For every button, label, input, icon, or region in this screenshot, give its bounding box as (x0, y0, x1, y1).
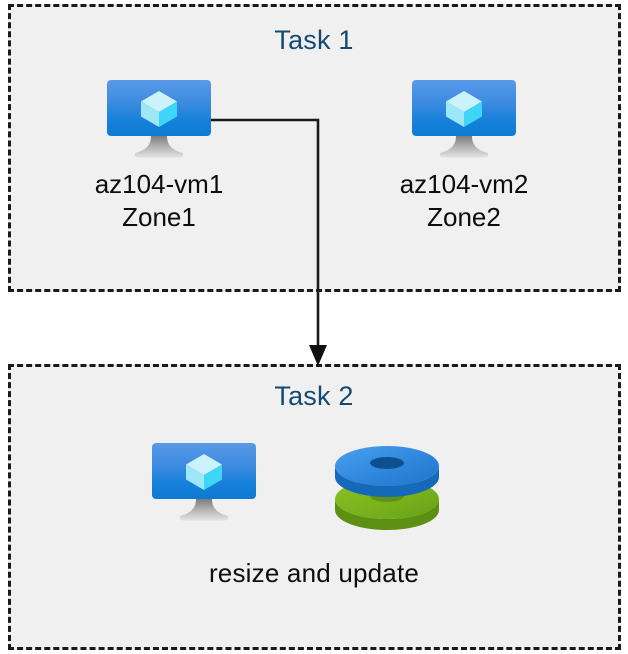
cube-icon (186, 454, 222, 490)
task-2-caption: resize and update (208, 558, 420, 588)
managed-disks-icon (335, 446, 439, 530)
task-1-title: Task 1 (274, 25, 354, 55)
vm-zone-label: Zone2 (427, 202, 501, 232)
cube-icon (446, 91, 482, 127)
disk-blue (335, 446, 439, 497)
vm-zone-label: Zone1 (122, 202, 196, 232)
vm-label-block: az104-vm1 Zone1 (59, 168, 259, 234)
vm-label-block: az104-vm2 Zone2 (364, 168, 564, 234)
virtual-machine-icon (412, 80, 516, 158)
vm-stand (440, 136, 488, 158)
virtual-machine-icon (152, 443, 256, 521)
task-2-title: Task 2 (274, 381, 354, 411)
vm-node-task2[interactable] (104, 443, 304, 521)
vm-name-label: az104-vm1 (94, 169, 224, 199)
virtual-machine-icon (107, 80, 211, 158)
task-2-container (8, 364, 621, 650)
vm-stand (135, 136, 183, 158)
vm-node-az104-vm1[interactable]: az104-vm1 Zone1 (59, 80, 259, 234)
vm-name-label: az104-vm2 (399, 169, 529, 199)
vm-stand (180, 499, 228, 521)
vm-node-az104-vm2[interactable]: az104-vm2 Zone2 (364, 80, 564, 234)
cube-icon (141, 91, 177, 127)
